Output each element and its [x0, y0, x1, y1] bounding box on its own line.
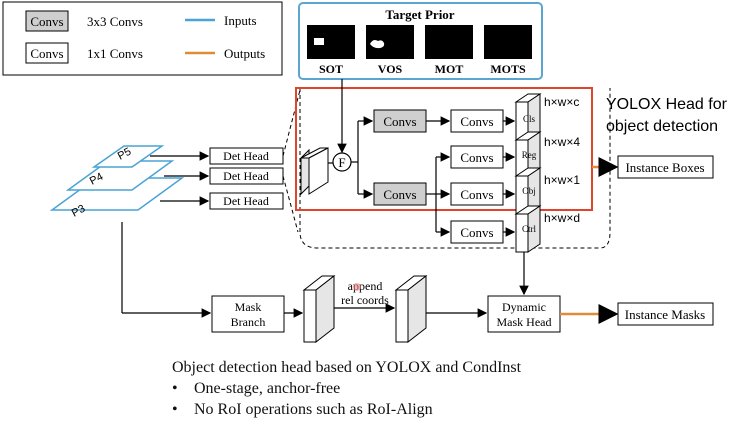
yolox-title-line1: YOLOX Head for	[606, 96, 728, 113]
mask-feature-2	[394, 274, 428, 344]
reg-output-label: Reg	[522, 150, 537, 160]
legend: Convs 3x3 Convs Convs 1x1 Convs Inputs O…	[2, 1, 283, 76]
mots-thumbnail	[484, 25, 532, 59]
conv-reg-label: Convs	[460, 150, 493, 165]
dynamic-mask-head-line1: Dynamic	[502, 300, 546, 314]
ctrl-output-label: Ctrl	[522, 224, 537, 234]
task-label-vos: VOS	[378, 62, 403, 76]
cursor-indicator	[353, 283, 361, 291]
caption-bullet-text: No RoI operations such as RoI-Align	[194, 401, 433, 418]
target-prior-title: Target Prior	[385, 7, 454, 22]
instance-masks-label: Instance Masks	[625, 307, 706, 322]
legend-conv1-box-label: Convs	[30, 46, 63, 61]
legend-outputs-text: Outputs	[224, 46, 265, 61]
target-prior-frame	[298, 2, 543, 80]
caption-bullets: •One-stage, anchor-free •No RoI operatio…	[172, 378, 521, 420]
mot-thumbnail	[425, 25, 473, 59]
obj-output-label: Obj	[522, 186, 536, 196]
det-head-expansion-frame	[299, 88, 611, 249]
caption-bullet-item: •One-stage, anchor-free	[172, 380, 341, 397]
append-label-line2: rel coords	[341, 293, 389, 307]
conv-bottom-label: Convs	[383, 187, 416, 202]
conv-top-label: Convs	[383, 114, 416, 129]
mask-branch-line2: Branch	[231, 315, 266, 329]
dynamic-mask-head	[487, 295, 561, 333]
pyramid-label-p5: P5	[116, 146, 134, 163]
pyramid-level-p4	[65, 160, 175, 191]
vos-mask-shape	[370, 40, 385, 49]
zoom-line-top	[282, 89, 301, 157]
shape-obj: h×w×1	[544, 173, 580, 187]
pyramid-label-p4: P4	[88, 171, 106, 188]
det-head-p3	[209, 192, 284, 210]
det-heads: Det Head Det Head Det Head	[150, 147, 284, 210]
pyramid-level-p5	[91, 145, 165, 168]
mask-feature-1	[302, 274, 336, 344]
shape-cls: h×w×c	[544, 95, 579, 109]
yolox-head-box	[295, 87, 593, 211]
instance-boxes	[617, 155, 714, 179]
target-prior: Target Prior SOT VOS MOT MOTS	[298, 2, 543, 80]
caption-title: Object detection head based on YOLOX and…	[172, 359, 522, 376]
legend-conv3-text: 3x3 Convs	[87, 14, 143, 29]
caption: Object detection head based on YOLOX and…	[172, 357, 521, 420]
mask-branch-line1: Mask	[235, 300, 262, 314]
mask-branch	[211, 295, 285, 333]
legend-conv3-box	[25, 10, 69, 32]
append-label-line1: append	[348, 279, 383, 293]
pyramid-label-p3: P3	[70, 203, 88, 220]
legend-conv3-box-label: Convs	[30, 14, 63, 29]
det-head-p3-label: Det Head	[223, 194, 269, 208]
legend-conv1-text: 1x1 Convs	[87, 46, 143, 61]
shape-ctrl: h×w×d	[544, 211, 580, 225]
legend-conv1-box	[25, 42, 69, 64]
cls-output-label: Cls	[523, 114, 536, 124]
caption-bullet-text: One-stage, anchor-free	[194, 380, 341, 397]
task-label-sot: SOT	[319, 62, 343, 76]
legend-inputs-text: Inputs	[224, 13, 257, 28]
caption-bullet-item: •No RoI operations such as RoI-Align	[172, 401, 433, 418]
task-label-mots: MOTS	[490, 62, 526, 76]
conv-obj-label: Convs	[460, 187, 493, 202]
zoom-line-bottom	[282, 175, 299, 233]
conv-cls-label: Convs	[460, 114, 493, 129]
det-head-p5-label: Det Head	[223, 149, 269, 163]
dynamic-mask-head-line2: Mask Head	[497, 315, 552, 329]
ctrl-output: Ctrl	[514, 205, 542, 253]
conv-ctrl-label: Convs	[460, 225, 493, 240]
sot-mask-shape	[314, 38, 324, 45]
feature-pyramid: P5 P4 P3	[49, 145, 185, 220]
yolox-title-line2: object detection	[606, 118, 718, 135]
instance-masks	[617, 302, 714, 326]
det-head-p4-label: Det Head	[223, 169, 269, 183]
task-label-mot: MOT	[435, 62, 464, 76]
fuse-symbol: F	[338, 155, 345, 170]
instance-boxes-label: Instance Boxes	[625, 160, 704, 175]
head-input-feature-front	[308, 147, 329, 195]
shape-reg: h×w×4	[544, 135, 580, 149]
